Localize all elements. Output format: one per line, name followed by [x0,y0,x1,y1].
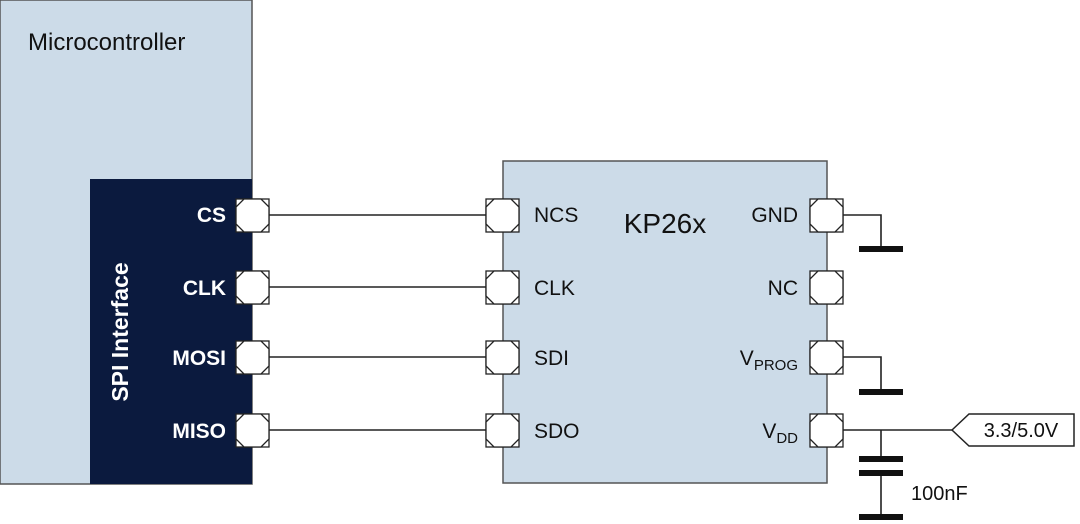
sensor-chip-name: KP26x [624,208,707,239]
microcontroller-title: Microcontroller [28,29,185,56]
ground-symbol-gnd [859,246,903,252]
capacitor-plate-bottom [859,470,903,476]
chip-pin-label-vprog: VPROG [740,347,798,374]
chip-pin-label-nc: NC [768,277,798,300]
sensor-chip-block [502,160,828,484]
supply-net-flag [950,413,1075,447]
mcu-pin-cs [235,198,270,233]
mcu-pin-label-mosi: MOSI [172,347,226,370]
vdd-subscript: DD [776,430,798,447]
mcu-pin-label-clk: CLK [183,277,226,300]
chip-pin-label-sdi: SDI [534,347,569,370]
vprog-subscript: PROG [754,357,798,374]
vprog-main: V [740,347,754,370]
chip-pin-vprog [809,340,844,375]
ground-symbol-vprog [859,389,903,395]
mcu-pin-clk [235,270,270,305]
chip-pin-nc [809,270,844,305]
mcu-pin-label-miso: MISO [172,420,226,443]
vdd-main: V [762,420,776,443]
chip-pin-label-ncs: NCS [534,204,578,227]
mcu-pin-miso [235,413,270,448]
chip-pin-vdd [809,413,844,448]
chip-pin-sdo [485,413,520,448]
chip-pin-label-gnd: GND [751,204,798,227]
spi-interface-label: SPI Interface [107,262,133,401]
capacitor-label: 100nF [911,483,968,505]
mcu-pin-mosi [235,340,270,375]
supply-net-label: 3.3/5.0V [984,420,1059,442]
chip-pin-label-sdo: SDO [534,420,580,443]
chip-pin-label-clk: CLK [534,277,575,300]
chip-pin-clk [485,270,520,305]
chip-pin-sdi [485,340,520,375]
capacitor-plate-top [859,456,903,462]
chip-pin-gnd [809,198,844,233]
spi-interface-block [90,179,252,484]
chip-pin-label-vdd: VDD [762,420,798,447]
wire-vprog [843,356,882,391]
ground-symbol-cap [859,514,903,520]
mcu-pin-label-cs: CS [197,204,226,227]
chip-pin-ncs [485,198,520,233]
wire-gnd [843,214,882,248]
